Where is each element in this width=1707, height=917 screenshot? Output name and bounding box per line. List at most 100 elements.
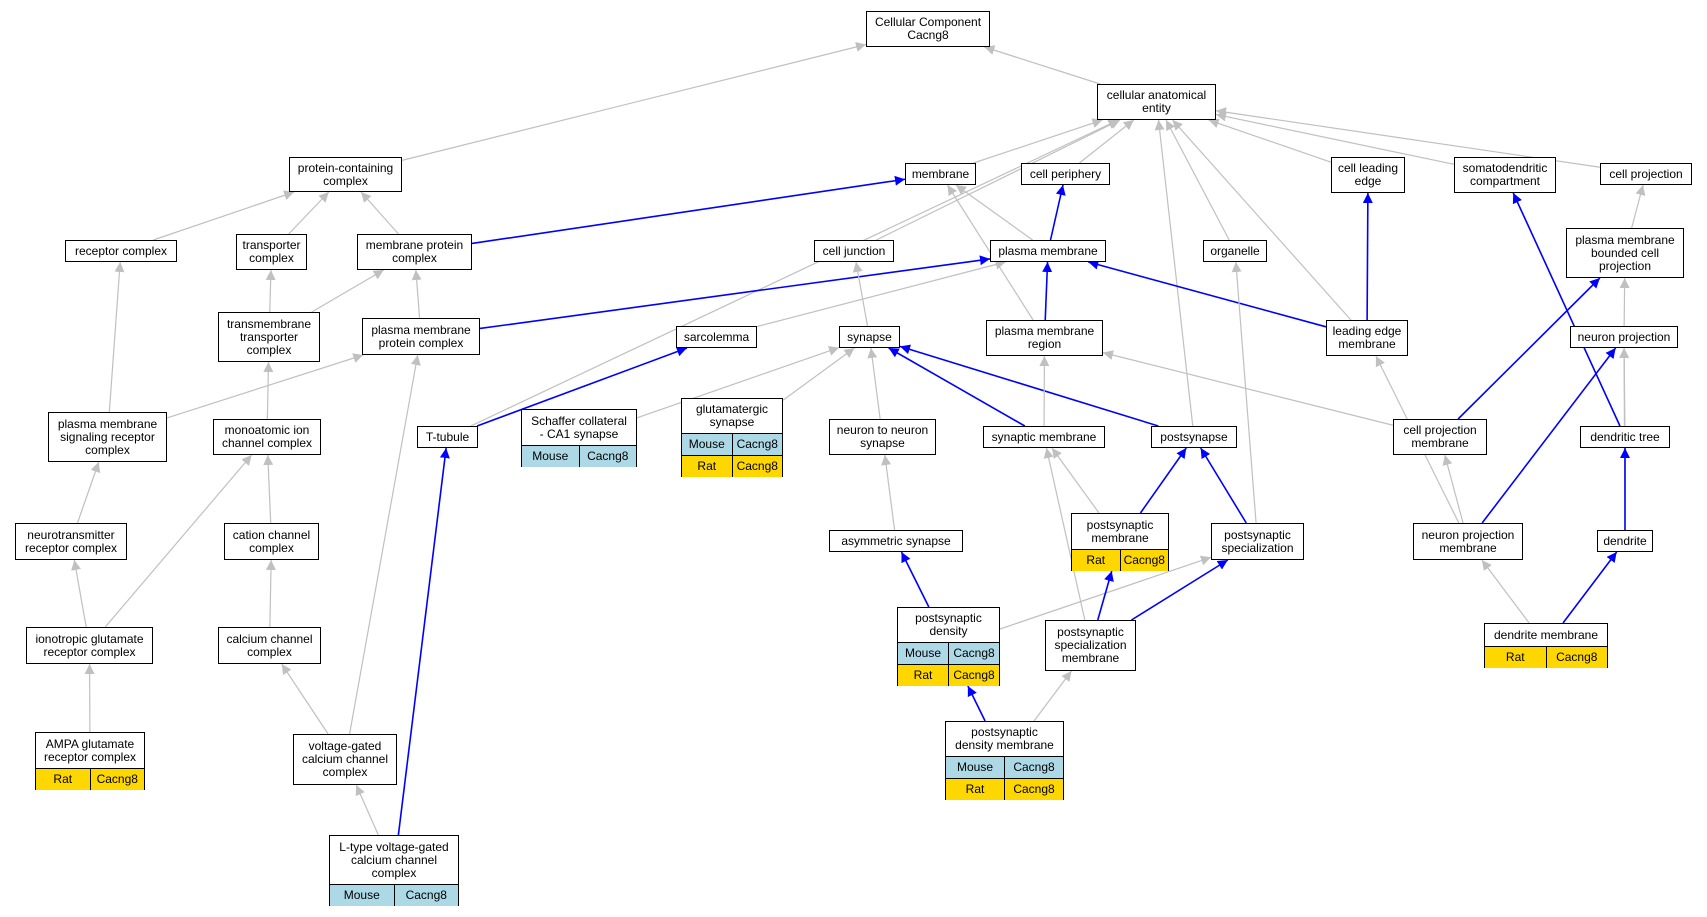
node-plasma-membrane-bounded-cell-projection[interactable]: plasma membrane bounded cell projection (1566, 228, 1684, 278)
node-monoatomic-ion-channel-complex[interactable]: monoatomic ion channel complex (213, 419, 321, 455)
annotation-row-mouse: Mouse Cacng8 (682, 433, 782, 455)
edge-glutsyn-to-synapse (782, 347, 855, 401)
edge-tmtc-to-mpc (311, 269, 384, 313)
node-receptor-complex[interactable]: receptor complex (65, 240, 177, 262)
node-synapse[interactable]: synapse (839, 326, 900, 348)
node-cellular-anatomical-entity[interactable]: cellular anatomical entity (1097, 84, 1216, 120)
node-transporter-complex[interactable]: transporter complex (236, 234, 307, 270)
species-cell: Mouse (956, 760, 994, 774)
species-cell: Mouse (904, 646, 942, 660)
edge-pm-to-cellper (1049, 184, 1066, 241)
node-label: neurotransmitter receptor complex (24, 527, 118, 555)
edge-cpm-to-pmr (1102, 350, 1394, 426)
node-label: L-type voltage-gated calcium channel com… (339, 839, 449, 880)
node-label: plasma membrane protein complex (371, 322, 471, 350)
node-label: transmembrane transporter complex (226, 316, 312, 357)
node-cellular-component-cacng8[interactable]: Cellular Component Cacng8 (866, 11, 990, 47)
node-plasma-membrane[interactable]: plasma membrane (990, 240, 1106, 262)
edge-pmbcp-to-cellproj (1631, 184, 1646, 229)
node-t-tubule[interactable]: T-tubule (417, 426, 478, 448)
gene-cell: Cacng8 (1004, 757, 1063, 778)
annotation-row-mouse: Mouse Cacng8 (946, 756, 1063, 778)
node-cell-projection[interactable]: cell projection (1600, 163, 1692, 185)
species-cell: Mouse (532, 449, 569, 463)
node-label: sarcolemma (683, 329, 750, 344)
gene-cell: Cacng8 (1545, 647, 1608, 668)
edge-tmtc-to-transporter (265, 269, 276, 313)
node-label: dendritic tree (1590, 429, 1660, 444)
node-label: organelle (1210, 243, 1260, 258)
node-leading-edge-membrane[interactable]: leading edge membrane (1326, 320, 1408, 356)
edge-receptor-to-pcc (153, 190, 295, 241)
gene-cell: Cacng8 (1119, 550, 1169, 571)
node-dendrite[interactable]: dendrite (1597, 530, 1653, 552)
node-cell-leading-edge[interactable]: cell leading edge (1331, 157, 1405, 193)
node-plasma-membrane-signaling-receptor-complex[interactable]: plasma membrane signaling receptor compl… (48, 412, 167, 462)
node-label: calcium channel complex (226, 631, 313, 659)
node-dendritic-tree[interactable]: dendritic tree (1580, 426, 1670, 448)
edge-pm-to-membrane (955, 184, 1033, 241)
node-postsynapse[interactable]: postsynapse (1151, 426, 1237, 448)
node-label: postsynapse (1160, 429, 1228, 444)
node-postsynaptic-specialization[interactable]: postsynaptic specialization (1211, 523, 1304, 560)
node-plasma-membrane-protein-complex[interactable]: plasma membrane protein complex (362, 318, 480, 355)
node-l-type-voltage-gated-calcium-channel-complex[interactable]: L-type voltage-gated calcium channel com… (329, 835, 459, 906)
species-cell: Rat (1086, 553, 1106, 567)
node-protein-containing-complex[interactable]: protein-containing complex (289, 157, 402, 192)
node-label: neuron to neuron synapse (836, 423, 929, 450)
node-label: plasma membrane signaling receptor compl… (57, 416, 158, 457)
node-organelle[interactable]: organelle (1203, 240, 1267, 262)
edge-dendmem-to-dendrite (1562, 551, 1618, 624)
node-cell-periphery[interactable]: cell periphery (1021, 163, 1110, 185)
node-synaptic-membrane[interactable]: synaptic membrane (983, 426, 1105, 448)
species-cell: Mouse (688, 437, 725, 451)
gene-cell: Cacng8 (578, 446, 637, 467)
node-cell-projection-membrane[interactable]: cell projection membrane (1393, 419, 1487, 455)
node-label: dendrite (1603, 533, 1647, 548)
node-label: ionotropic glutamate receptor complex (35, 631, 144, 659)
node-neurotransmitter-receptor-complex[interactable]: neurotransmitter receptor complex (15, 523, 127, 560)
node-calcium-channel-complex[interactable]: calcium channel complex (218, 627, 321, 664)
node-label: membrane protein complex (365, 238, 464, 265)
edge-psd-to-asym (900, 551, 930, 608)
edge-psdm-to-pssm (1033, 670, 1072, 722)
node-transmembrane-transporter-complex[interactable]: transmembrane transporter complex (218, 312, 320, 362)
gene-cell: Cacng8 (1004, 779, 1063, 800)
edge-vgcc-to-calcium (281, 663, 329, 735)
node-plasma-membrane-region[interactable]: plasma membrane region (986, 320, 1103, 356)
node-neuron-projection-membrane[interactable]: neuron projection membrane (1413, 523, 1523, 560)
node-postsynaptic-specialization-membrane[interactable]: postsynaptic specialization membrane (1045, 620, 1136, 671)
node-voltage-gated-calcium-channel-complex[interactable]: voltage-gated calcium channel complex (293, 734, 397, 785)
node-label: Schaffer collateral - CA1 synapse (531, 413, 627, 441)
node-asymmetric-synapse[interactable]: asymmetric synapse (829, 530, 963, 552)
gene-cell: Cacng8 (393, 885, 459, 906)
node-somatodendritic-compartment[interactable]: somatodendritic compartment (1454, 157, 1556, 193)
edge-psmem-to-postsyn (1139, 447, 1187, 514)
edge-transporter-to-pcc (288, 191, 330, 235)
node-label: transporter complex (242, 238, 301, 265)
node-cation-channel-complex[interactable]: cation channel complex (224, 523, 319, 560)
edge-psspec-to-organelle (1231, 261, 1257, 524)
node-label: plasma membrane (998, 243, 1098, 258)
species-cell: Mouse (343, 888, 380, 902)
edge-npm-to-cpm (1442, 454, 1464, 524)
node-ionotropic-glutamate-receptor-complex[interactable]: ionotropic glutamate receptor complex (26, 627, 153, 664)
node-cell-junction[interactable]: cell junction (814, 240, 894, 262)
node-sarcolemma[interactable]: sarcolemma (676, 326, 757, 348)
gene-cell: Cacng8 (731, 434, 783, 455)
node-neuron-projection[interactable]: neuron projection (1570, 326, 1678, 348)
node-neuron-to-neuron-synapse[interactable]: neuron to neuron synapse (829, 419, 936, 455)
gene-cell: Cacng8 (948, 643, 999, 664)
node-membrane[interactable]: membrane (905, 163, 976, 185)
edge-postsyn-to-synapse (899, 344, 1159, 427)
node-membrane-protein-complex[interactable]: membrane protein complex (357, 234, 472, 270)
